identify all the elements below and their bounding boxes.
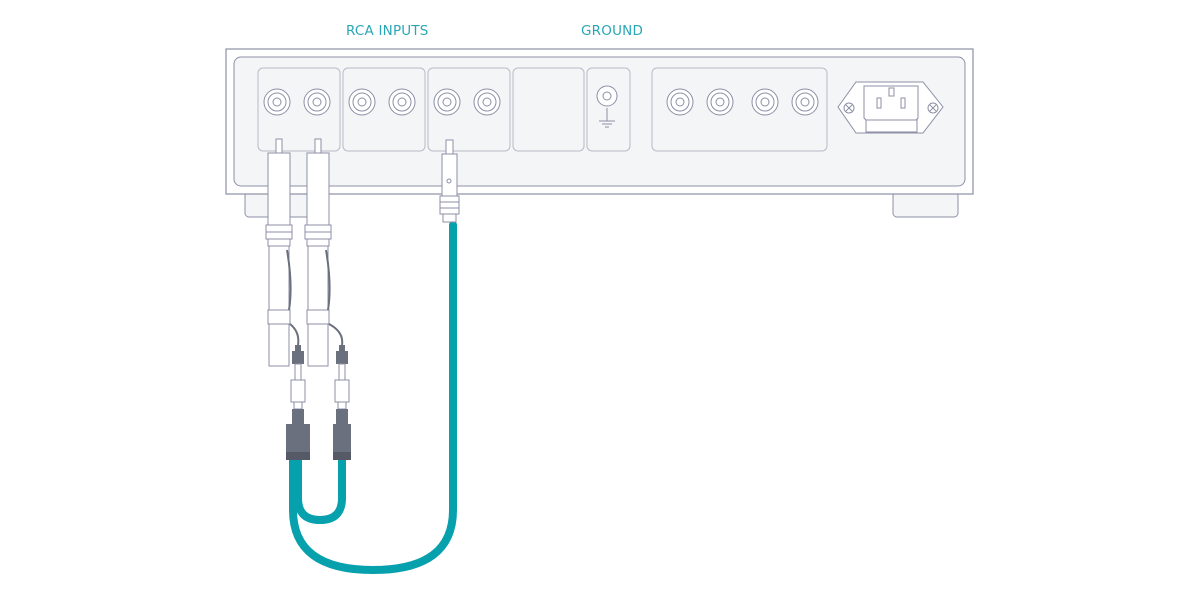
ground-post: [596, 85, 618, 107]
iec-power-inlet-icon: [837, 81, 944, 134]
rca-input-jack[interactable]: [263, 88, 291, 116]
ground-label: GROUND: [581, 23, 644, 39]
blank-panel: [512, 67, 585, 152]
xlr-adapter-plug: [304, 138, 351, 460]
output-group: [651, 67, 828, 152]
cable-long-loop: [289, 221, 457, 575]
rca-output-jack[interactable]: [706, 88, 734, 116]
rca-input-jack[interactable]: [388, 88, 416, 116]
ground-panel: [586, 67, 631, 152]
rca-plug-right: [439, 139, 460, 223]
chassis-foot-right: [892, 191, 959, 218]
rca-input-jack[interactable]: [433, 88, 461, 116]
rca-output-jack[interactable]: [751, 88, 779, 116]
cable-left-loop: [294, 454, 346, 525]
rca-inputs-label: RCA INPUTS: [346, 23, 429, 39]
rca-output-jack[interactable]: [666, 88, 694, 116]
rca-input-jack[interactable]: [303, 88, 331, 116]
interconnect-cables: [289, 221, 457, 575]
rca-input-jack[interactable]: [348, 88, 376, 116]
ground-symbol-icon: [599, 108, 615, 128]
rca-input-jack[interactable]: [473, 88, 501, 116]
rca-output-jack[interactable]: [791, 88, 819, 116]
xlr-adapter-plug: [265, 138, 310, 460]
